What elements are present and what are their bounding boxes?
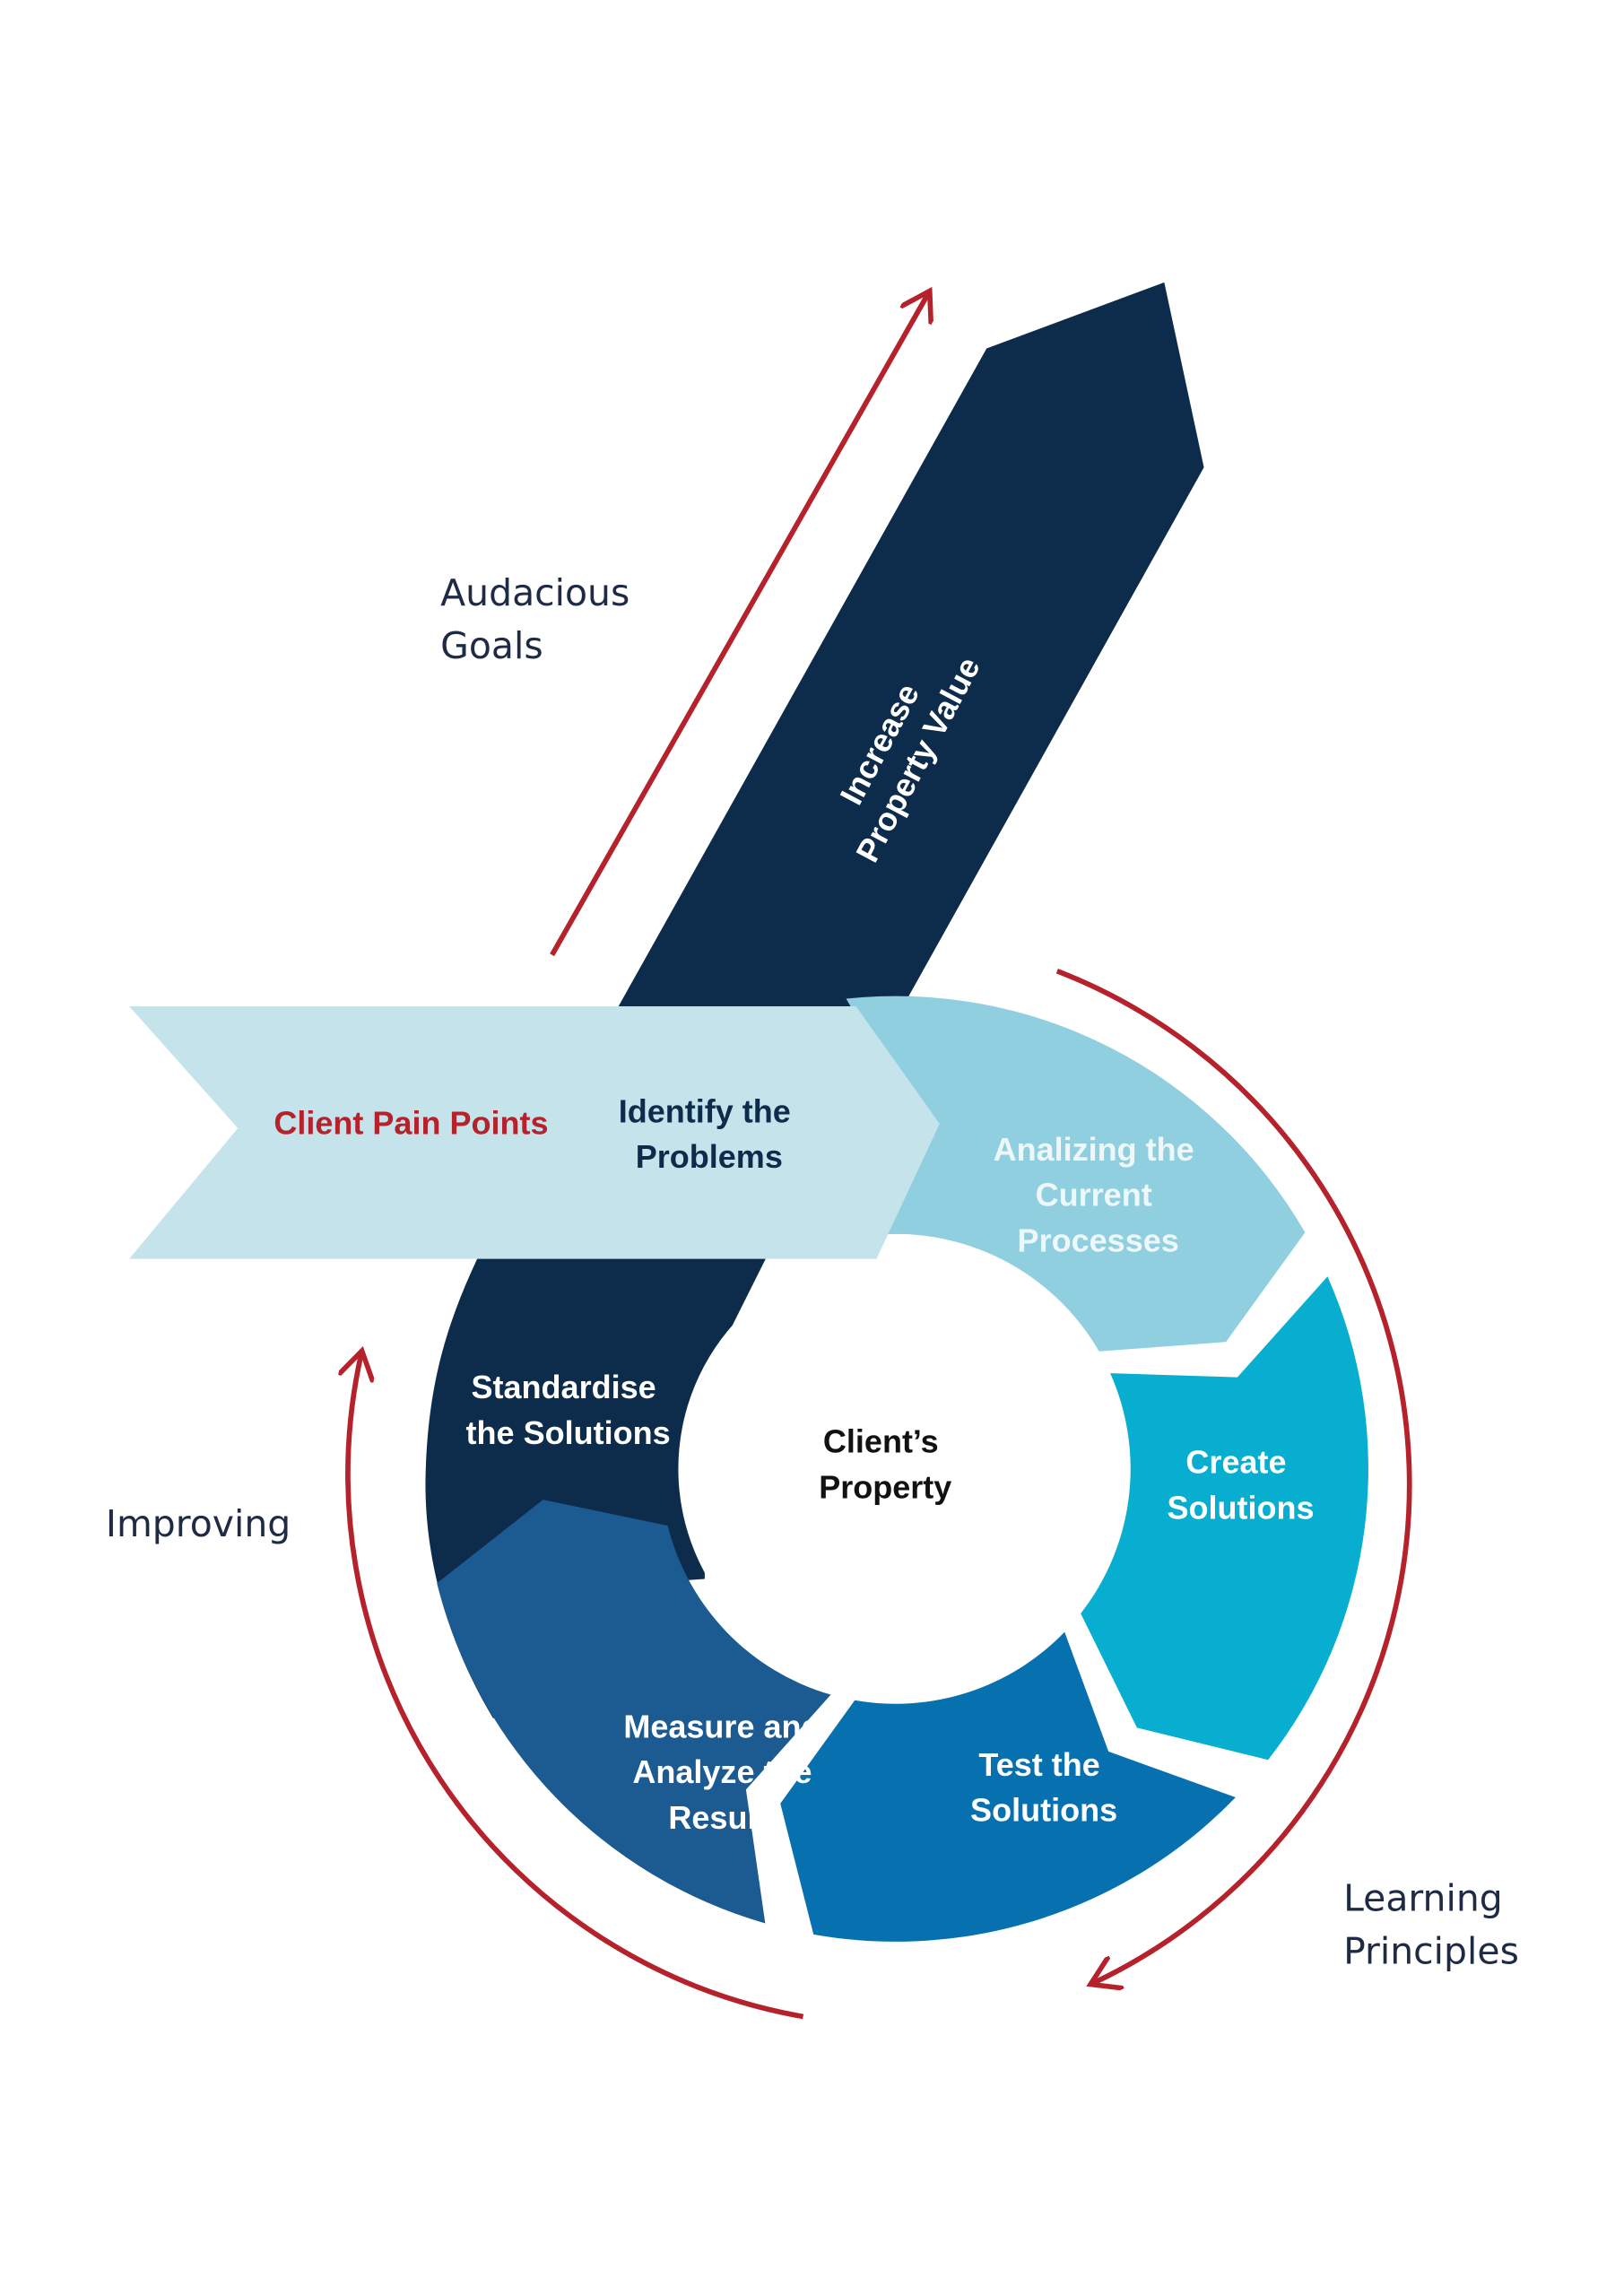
step-create-label: Create Solutions bbox=[1167, 1444, 1314, 1526]
step-standardise-label: Standardise the Solutions bbox=[466, 1369, 671, 1451]
identify-problems-label: Identify the Problems bbox=[619, 1092, 800, 1175]
step-analyzing-label: Analizing the Current Processes bbox=[994, 1131, 1203, 1259]
step-test-segment bbox=[780, 1631, 1236, 1942]
client-pain-points-band bbox=[129, 1006, 940, 1259]
learning-principles-label: Learning Principles bbox=[1343, 1877, 1519, 1973]
step-analyzing-segment bbox=[846, 996, 1306, 1352]
audacious-goals-arrow bbox=[550, 294, 928, 957]
increase-property-value-arrow bbox=[425, 282, 1204, 1719]
center-label: Client’s Property bbox=[819, 1423, 951, 1506]
step-measure-label: Measure and Analyze the Results bbox=[623, 1708, 829, 1836]
client-pain-points-label: Client Pain Points bbox=[274, 1104, 548, 1141]
step-test-label: Test the Solutions bbox=[970, 1746, 1117, 1829]
center-circle bbox=[678, 1251, 1114, 1687]
step-create-segment bbox=[1081, 1276, 1368, 1761]
audacious-goals-label: Audacious Goals bbox=[440, 571, 641, 667]
step-measure-segment bbox=[437, 1500, 831, 1924]
improving-arrow bbox=[348, 1354, 804, 2020]
improving-label: Improving bbox=[106, 1502, 291, 1545]
learning-principles-arrow bbox=[1055, 969, 1412, 1983]
